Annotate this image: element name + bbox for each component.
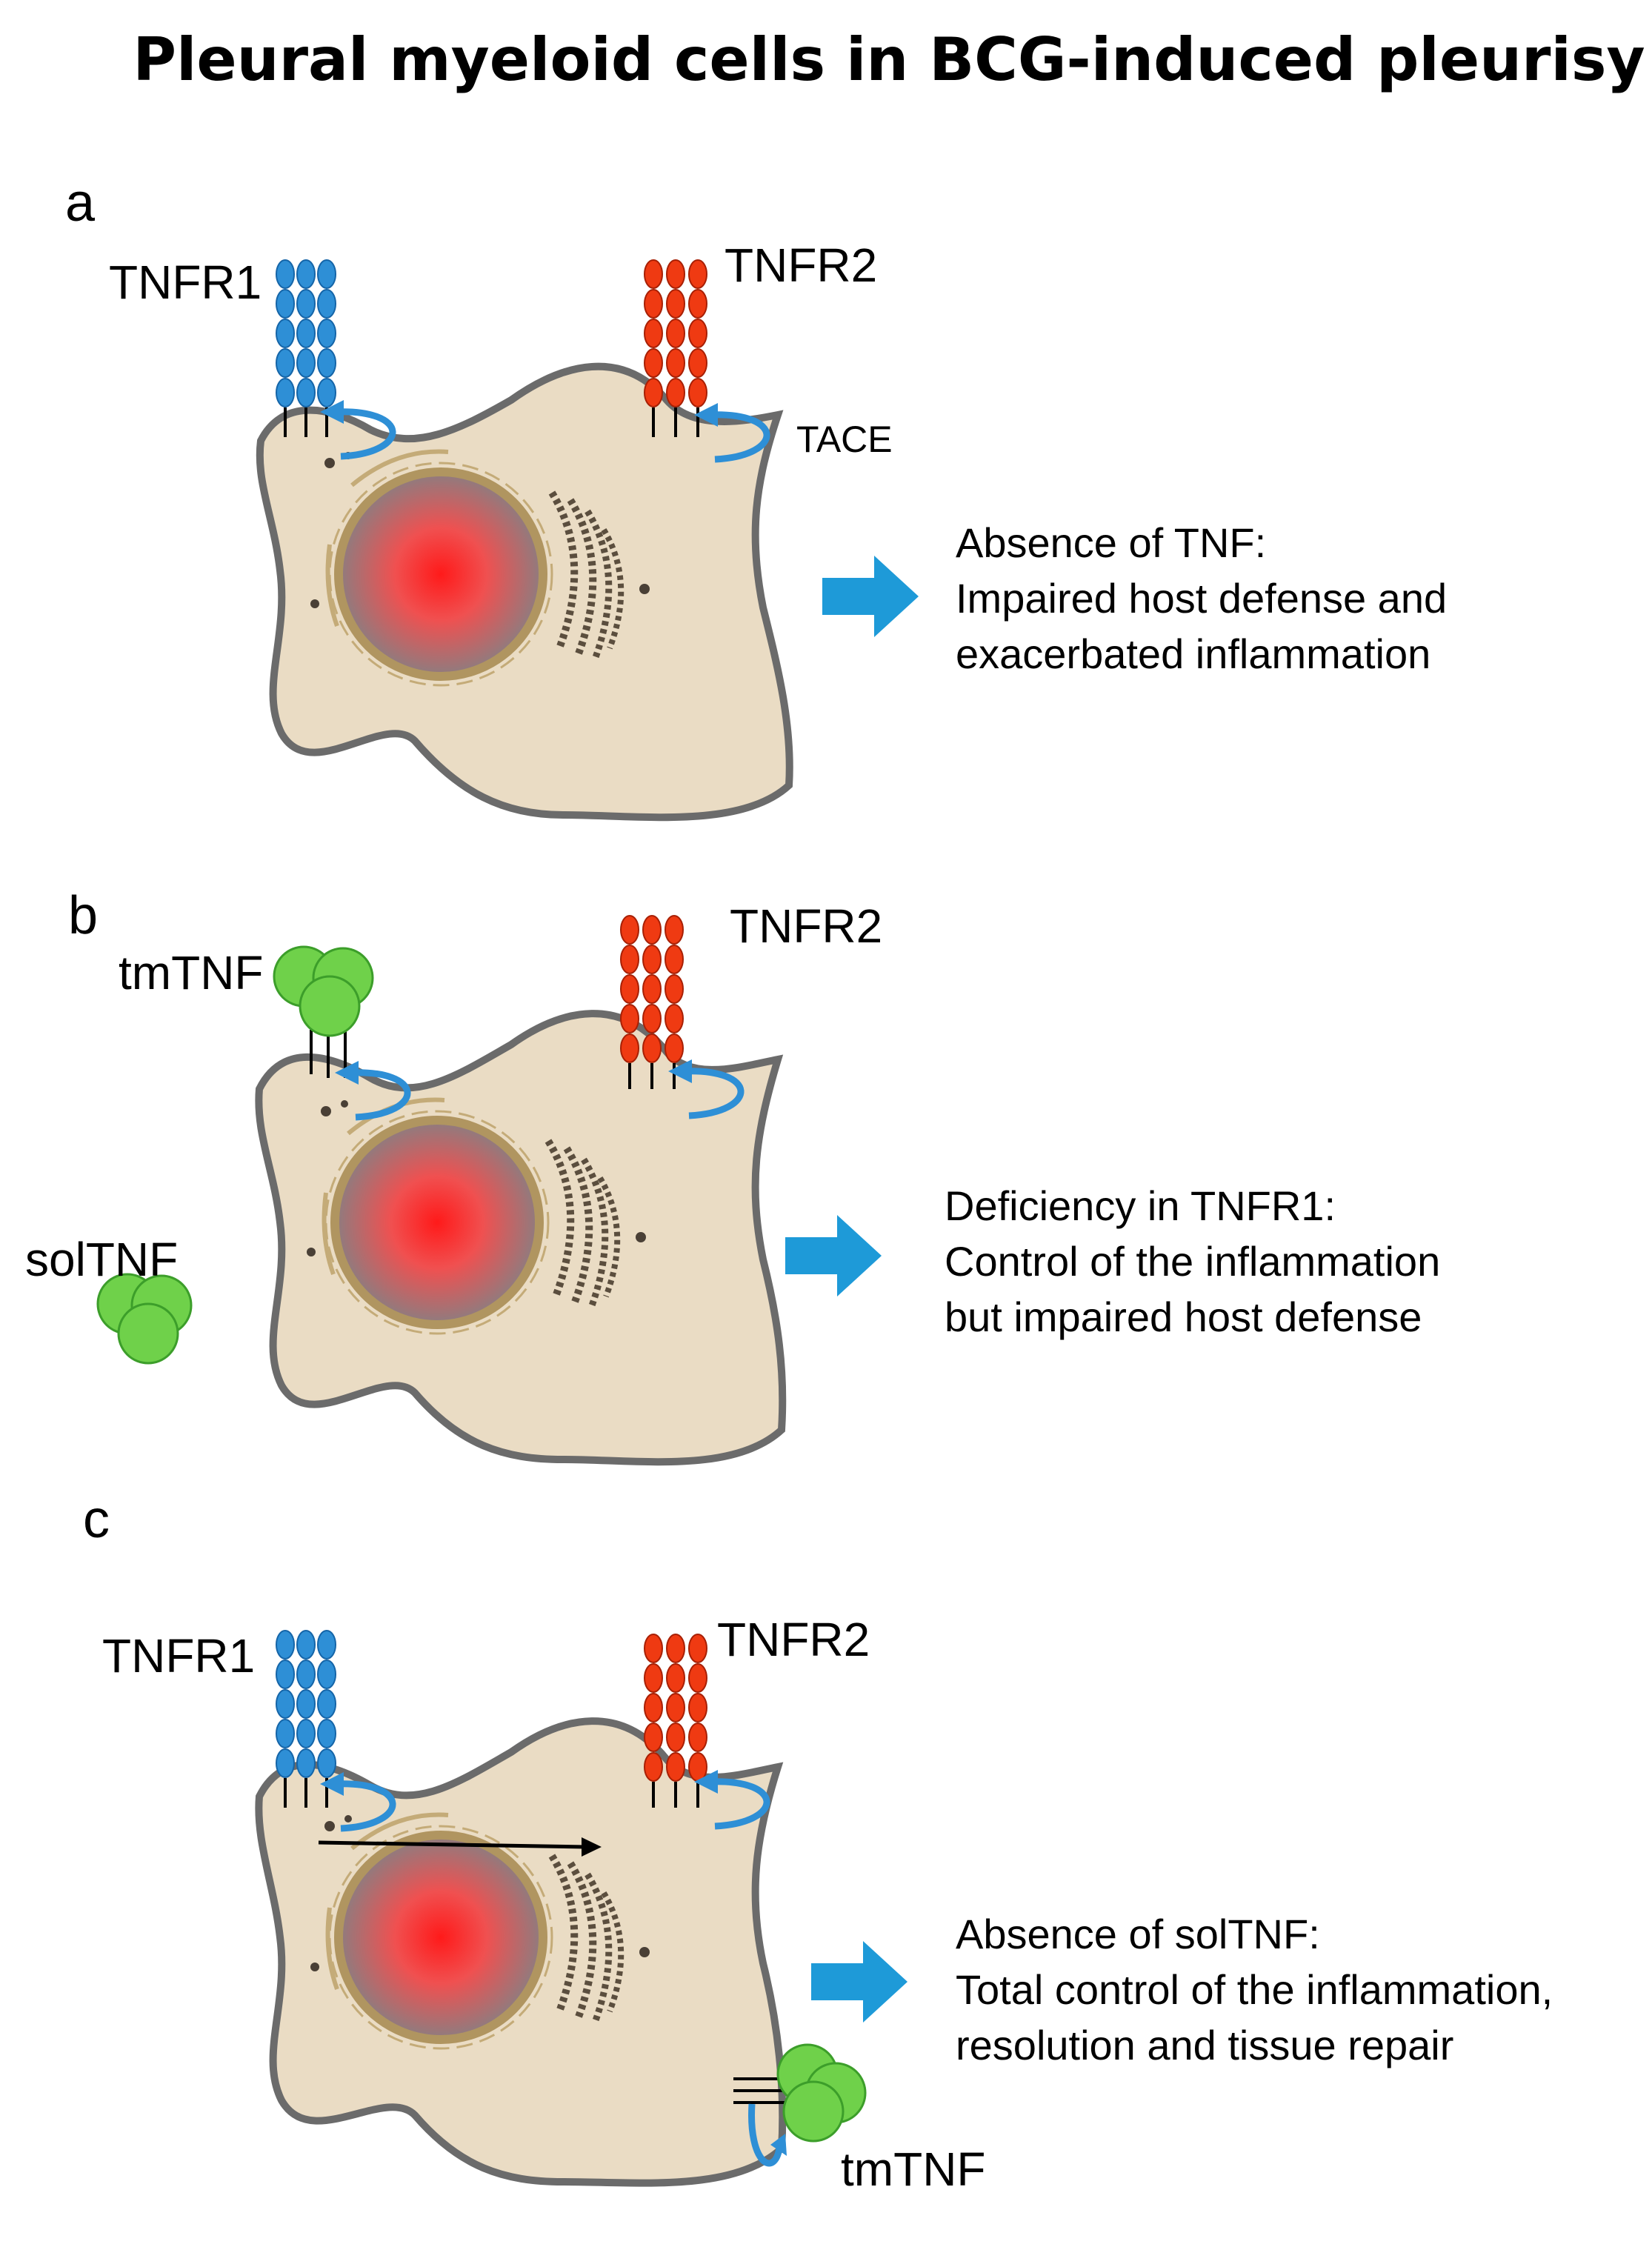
tnfr2-receptor: [620, 915, 684, 1089]
tnfr1-label: TNFR1: [109, 256, 262, 309]
outcome-line-2: Control of the inflammation: [945, 1238, 1440, 1285]
tmtnf-label: tmTNF: [841, 2143, 986, 2196]
figure-title: Pleural myeloid cells in BCG-induced ple…: [133, 25, 1645, 94]
tnfr2-receptor: [644, 259, 707, 437]
outcome-line-2: Total control of the inflammation,: [956, 1966, 1553, 2013]
outcome-line-1: Deficiency in TNFR1:: [945, 1182, 1336, 1229]
outcome-line-3: but impaired host defense: [945, 1294, 1422, 1340]
outcome-line-1: Absence of solTNF:: [956, 1911, 1320, 1957]
panel-c: c TNFR1 TNFR2: [83, 1490, 1553, 2196]
soltnf-trimer: [96, 1273, 193, 1365]
panel-b: b tmTNF TNFR2 solTNF Deficiency in: [25, 886, 1440, 1466]
panel-letter-c: c: [83, 1490, 110, 1549]
outcome-line-1: Absence of TNF:: [956, 519, 1266, 566]
tnfr2-label: TNFR2: [725, 239, 877, 292]
tmtnf-trimer: [733, 2043, 867, 2167]
outcome-arrow-icon: [811, 1941, 907, 2023]
panel-letter-b: b: [68, 886, 98, 945]
tnfr2-label: TNFR2: [730, 899, 882, 953]
tace-label: TACE: [796, 419, 893, 460]
outcome-line-2: Impaired host defense and: [956, 575, 1447, 622]
outcome-arrow-icon: [785, 1215, 882, 1296]
tnfr2-label: TNFR2: [717, 1613, 870, 1666]
outcome-arrow-icon: [822, 556, 919, 637]
soltnf-label: solTNF: [25, 1233, 178, 1286]
outcome-line-3: exacerbated inflammation: [956, 630, 1430, 677]
panel-a: a TNFR1 TNFR2 TACE Absence of TNF: Impai…: [65, 173, 1447, 822]
tnfr2-receptor: [644, 1634, 707, 1808]
tmtnf-label: tmTNF: [119, 946, 264, 999]
panel-letter-a: a: [65, 173, 96, 233]
signal-arrow-icon: [318, 1837, 602, 1857]
tnfr1-label: TNFR1: [102, 1629, 255, 1682]
outcome-line-3: resolution and tissue repair: [956, 2022, 1453, 2068]
